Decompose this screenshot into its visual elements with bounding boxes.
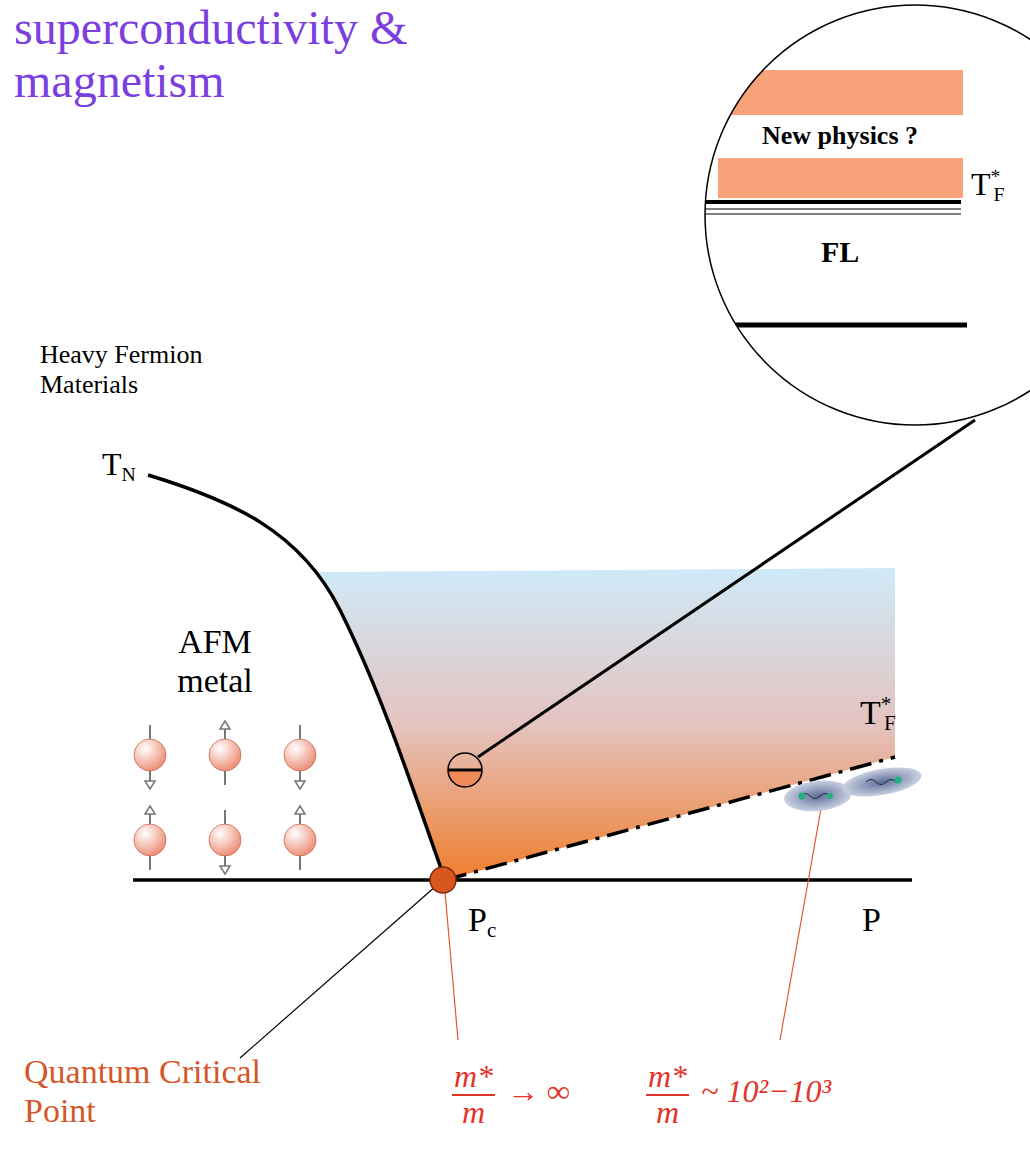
phase-label: FL [821,235,859,270]
spin [134,725,166,789]
spin [209,721,241,785]
crossover-region [318,568,895,880]
axis-label: Pc [468,900,496,943]
diagram-title: superconductivity & magnetism [14,2,484,108]
callout-label: Quantum Critical Point [24,1052,284,1130]
leader-line [240,886,436,1058]
mass-formula: m*/m → ∞ [452,1060,570,1129]
pressure-axis [133,878,912,882]
fermi-temperature-line [445,757,895,880]
critical-point [430,867,456,893]
magnifier-spot [448,753,482,787]
leader-line [780,803,822,1040]
temperature-label: T*F [971,165,1005,206]
mass-formula: m*/m ~ 10²−10³ [646,1060,831,1129]
band-label: New physics ? [762,121,918,151]
leader-line [445,892,458,1040]
material-label: Heavy Fermion Materials [40,340,240,400]
spin [209,810,241,874]
neel-line [148,475,445,880]
axis-label: P [862,900,881,939]
spin [134,806,166,870]
spin-array [134,721,316,874]
magnifier-outline [703,3,1030,427]
spin [284,725,316,789]
heavy-quasiparticles [783,762,924,814]
magnifier-circle: New physics ? T*F FL [703,3,1030,427]
axis-label: TN [102,446,136,486]
temperature-label: T*F [860,692,896,735]
phase-label: AFM metal [150,622,280,700]
magnifier-line [478,420,975,757]
spin [284,806,316,870]
